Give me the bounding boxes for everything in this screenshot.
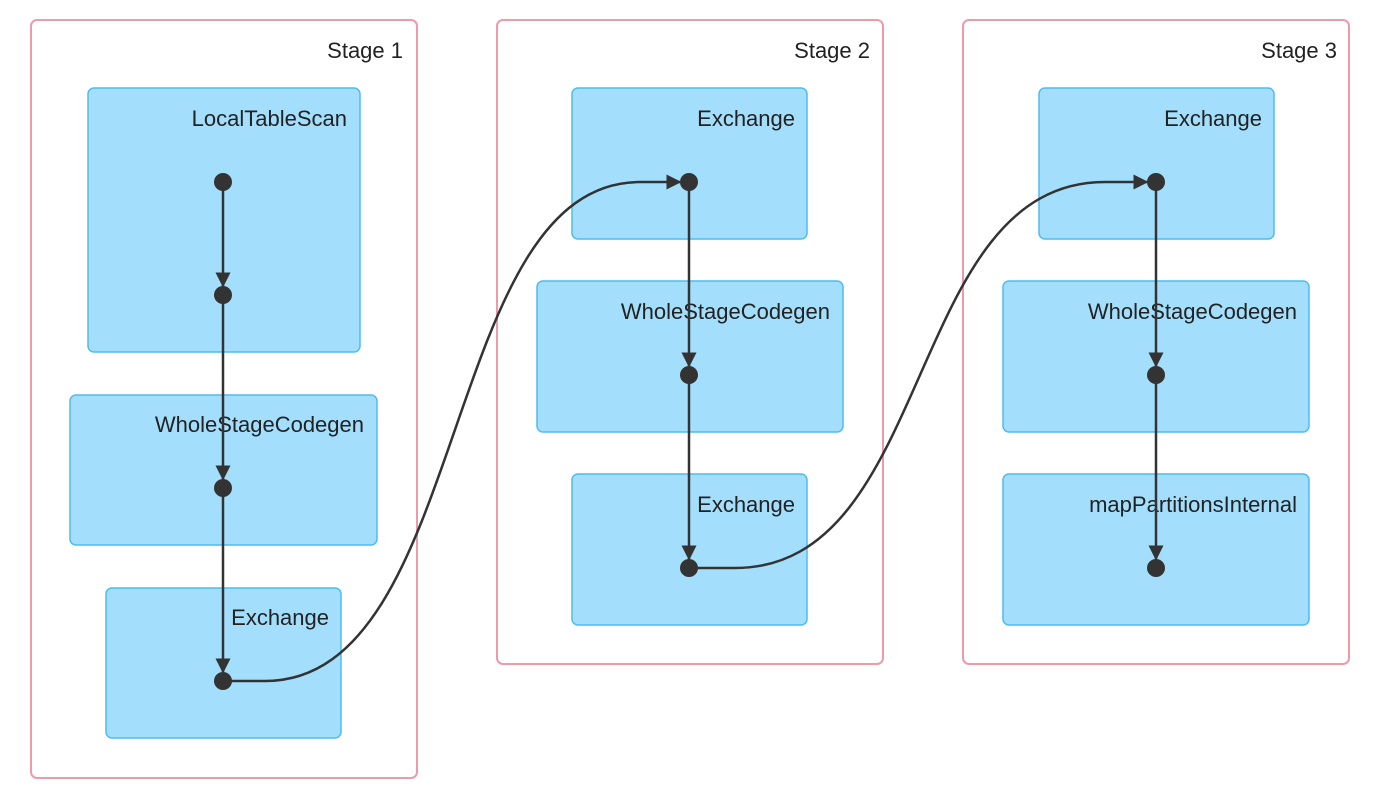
edges: [215, 174, 1164, 683]
operator-label: LocalTableScan: [192, 106, 347, 131]
operator-label: mapPartitionsInternal: [1089, 492, 1297, 517]
operator-exchange[interactable]: Exchange: [1038, 87, 1275, 240]
operator-label: WholeStageCodegen: [1088, 299, 1297, 324]
node-dot[interactable]: [214, 479, 232, 497]
operator-label: Exchange: [697, 492, 795, 517]
node-dot[interactable]: [1147, 173, 1165, 191]
operator-label: WholeStageCodegen: [155, 412, 364, 437]
node-dot[interactable]: [214, 173, 232, 191]
operator-label: Exchange: [231, 605, 329, 630]
edge-arrow: [223, 174, 682, 683]
operator-exchange[interactable]: Exchange: [571, 87, 808, 240]
node-dot[interactable]: [214, 286, 232, 304]
operator-label: Exchange: [1164, 106, 1262, 131]
stage-1-label: Stage 1: [327, 38, 403, 63]
node-dot[interactable]: [680, 173, 698, 191]
node-dots: [214, 173, 1165, 690]
edge-arrow: [689, 174, 1149, 570]
stage-3-label: Stage 3: [1261, 38, 1337, 63]
node-dot[interactable]: [1147, 366, 1165, 384]
operator-label: WholeStageCodegen: [621, 299, 830, 324]
node-dot[interactable]: [1147, 559, 1165, 577]
operator-label: Exchange: [697, 106, 795, 131]
stage-2-label: Stage 2: [794, 38, 870, 63]
node-dot[interactable]: [214, 672, 232, 690]
node-dot[interactable]: [680, 366, 698, 384]
node-dot[interactable]: [680, 559, 698, 577]
